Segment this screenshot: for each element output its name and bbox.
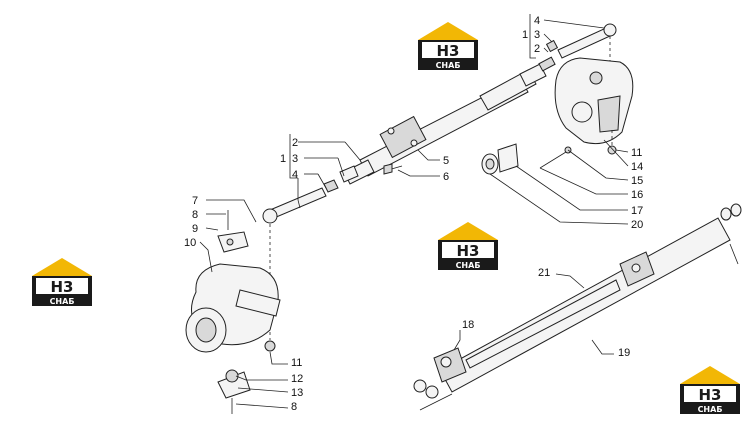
label-21: 21 bbox=[538, 267, 550, 279]
logo-word: СНАБ bbox=[50, 297, 75, 306]
label-6: 6 bbox=[443, 171, 449, 183]
label-1-left: 1 bbox=[280, 153, 286, 165]
logo-watermark-left: H3 СНАБ bbox=[32, 258, 92, 306]
logo-word: СНАБ bbox=[436, 61, 461, 70]
label-2-left: 2 bbox=[292, 137, 298, 149]
right-steering-knuckle bbox=[554, 57, 634, 155]
tie-rod-assembly bbox=[343, 56, 556, 185]
callout-group-left: 2 1 3 4 bbox=[280, 134, 361, 209]
steering-cylinder bbox=[413, 203, 742, 411]
label-19: 19 bbox=[618, 347, 630, 359]
callout-cylinder: 21 18 19 bbox=[453, 267, 630, 359]
label-13: 13 bbox=[291, 387, 303, 399]
label-18: 18 bbox=[462, 319, 474, 331]
label-8-bottom: 8 bbox=[291, 401, 297, 413]
logo-word: СНАБ bbox=[456, 261, 481, 270]
label-15: 15 bbox=[631, 175, 643, 187]
label-17: 17 bbox=[631, 205, 643, 217]
logo-watermark-center: H3 СНАБ bbox=[438, 222, 498, 270]
label-7: 7 bbox=[192, 195, 198, 207]
label-9: 9 bbox=[192, 223, 198, 235]
label-3-right: 3 bbox=[534, 29, 540, 41]
label-4-right: 4 bbox=[534, 15, 540, 27]
callout-left-knuckle: 7 8 9 10 bbox=[184, 195, 257, 273]
callout-lower-left: 11 12 13 8 bbox=[235, 351, 303, 413]
logo-letters: H3 bbox=[457, 242, 480, 260]
label-20: 20 bbox=[631, 219, 643, 231]
label-2-right: 2 bbox=[534, 43, 540, 55]
callout-group-right: 4 3 2 1 bbox=[522, 14, 605, 59]
logo-letters: H3 bbox=[51, 278, 74, 296]
label-1-right: 1 bbox=[522, 29, 528, 41]
label-5: 5 bbox=[443, 155, 449, 167]
logo-letters: H3 bbox=[437, 42, 460, 60]
callout-right-knuckle: 11 14 15 16 17 20 bbox=[489, 139, 643, 231]
callout-5-6: 5 6 bbox=[397, 149, 449, 183]
left-tie-rod-end bbox=[262, 165, 359, 340]
logo-word: СНАБ bbox=[698, 405, 723, 414]
bushing-parts bbox=[481, 143, 572, 175]
logo-watermark-bottom-right: H3 СНАБ bbox=[680, 366, 740, 414]
label-16: 16 bbox=[631, 189, 643, 201]
label-14: 14 bbox=[631, 161, 643, 173]
label-3-left: 3 bbox=[292, 153, 298, 165]
left-steering-knuckle bbox=[185, 210, 281, 414]
label-11-left: 11 bbox=[291, 357, 302, 369]
label-8-top: 8 bbox=[192, 209, 198, 221]
logo-watermark-top: H3 СНАБ bbox=[418, 22, 478, 70]
label-10: 10 bbox=[184, 237, 196, 249]
label-11-right: 11 bbox=[631, 147, 642, 159]
label-4-left: 4 bbox=[292, 169, 298, 181]
label-12: 12 bbox=[291, 373, 303, 385]
logo-letters: H3 bbox=[699, 386, 722, 404]
